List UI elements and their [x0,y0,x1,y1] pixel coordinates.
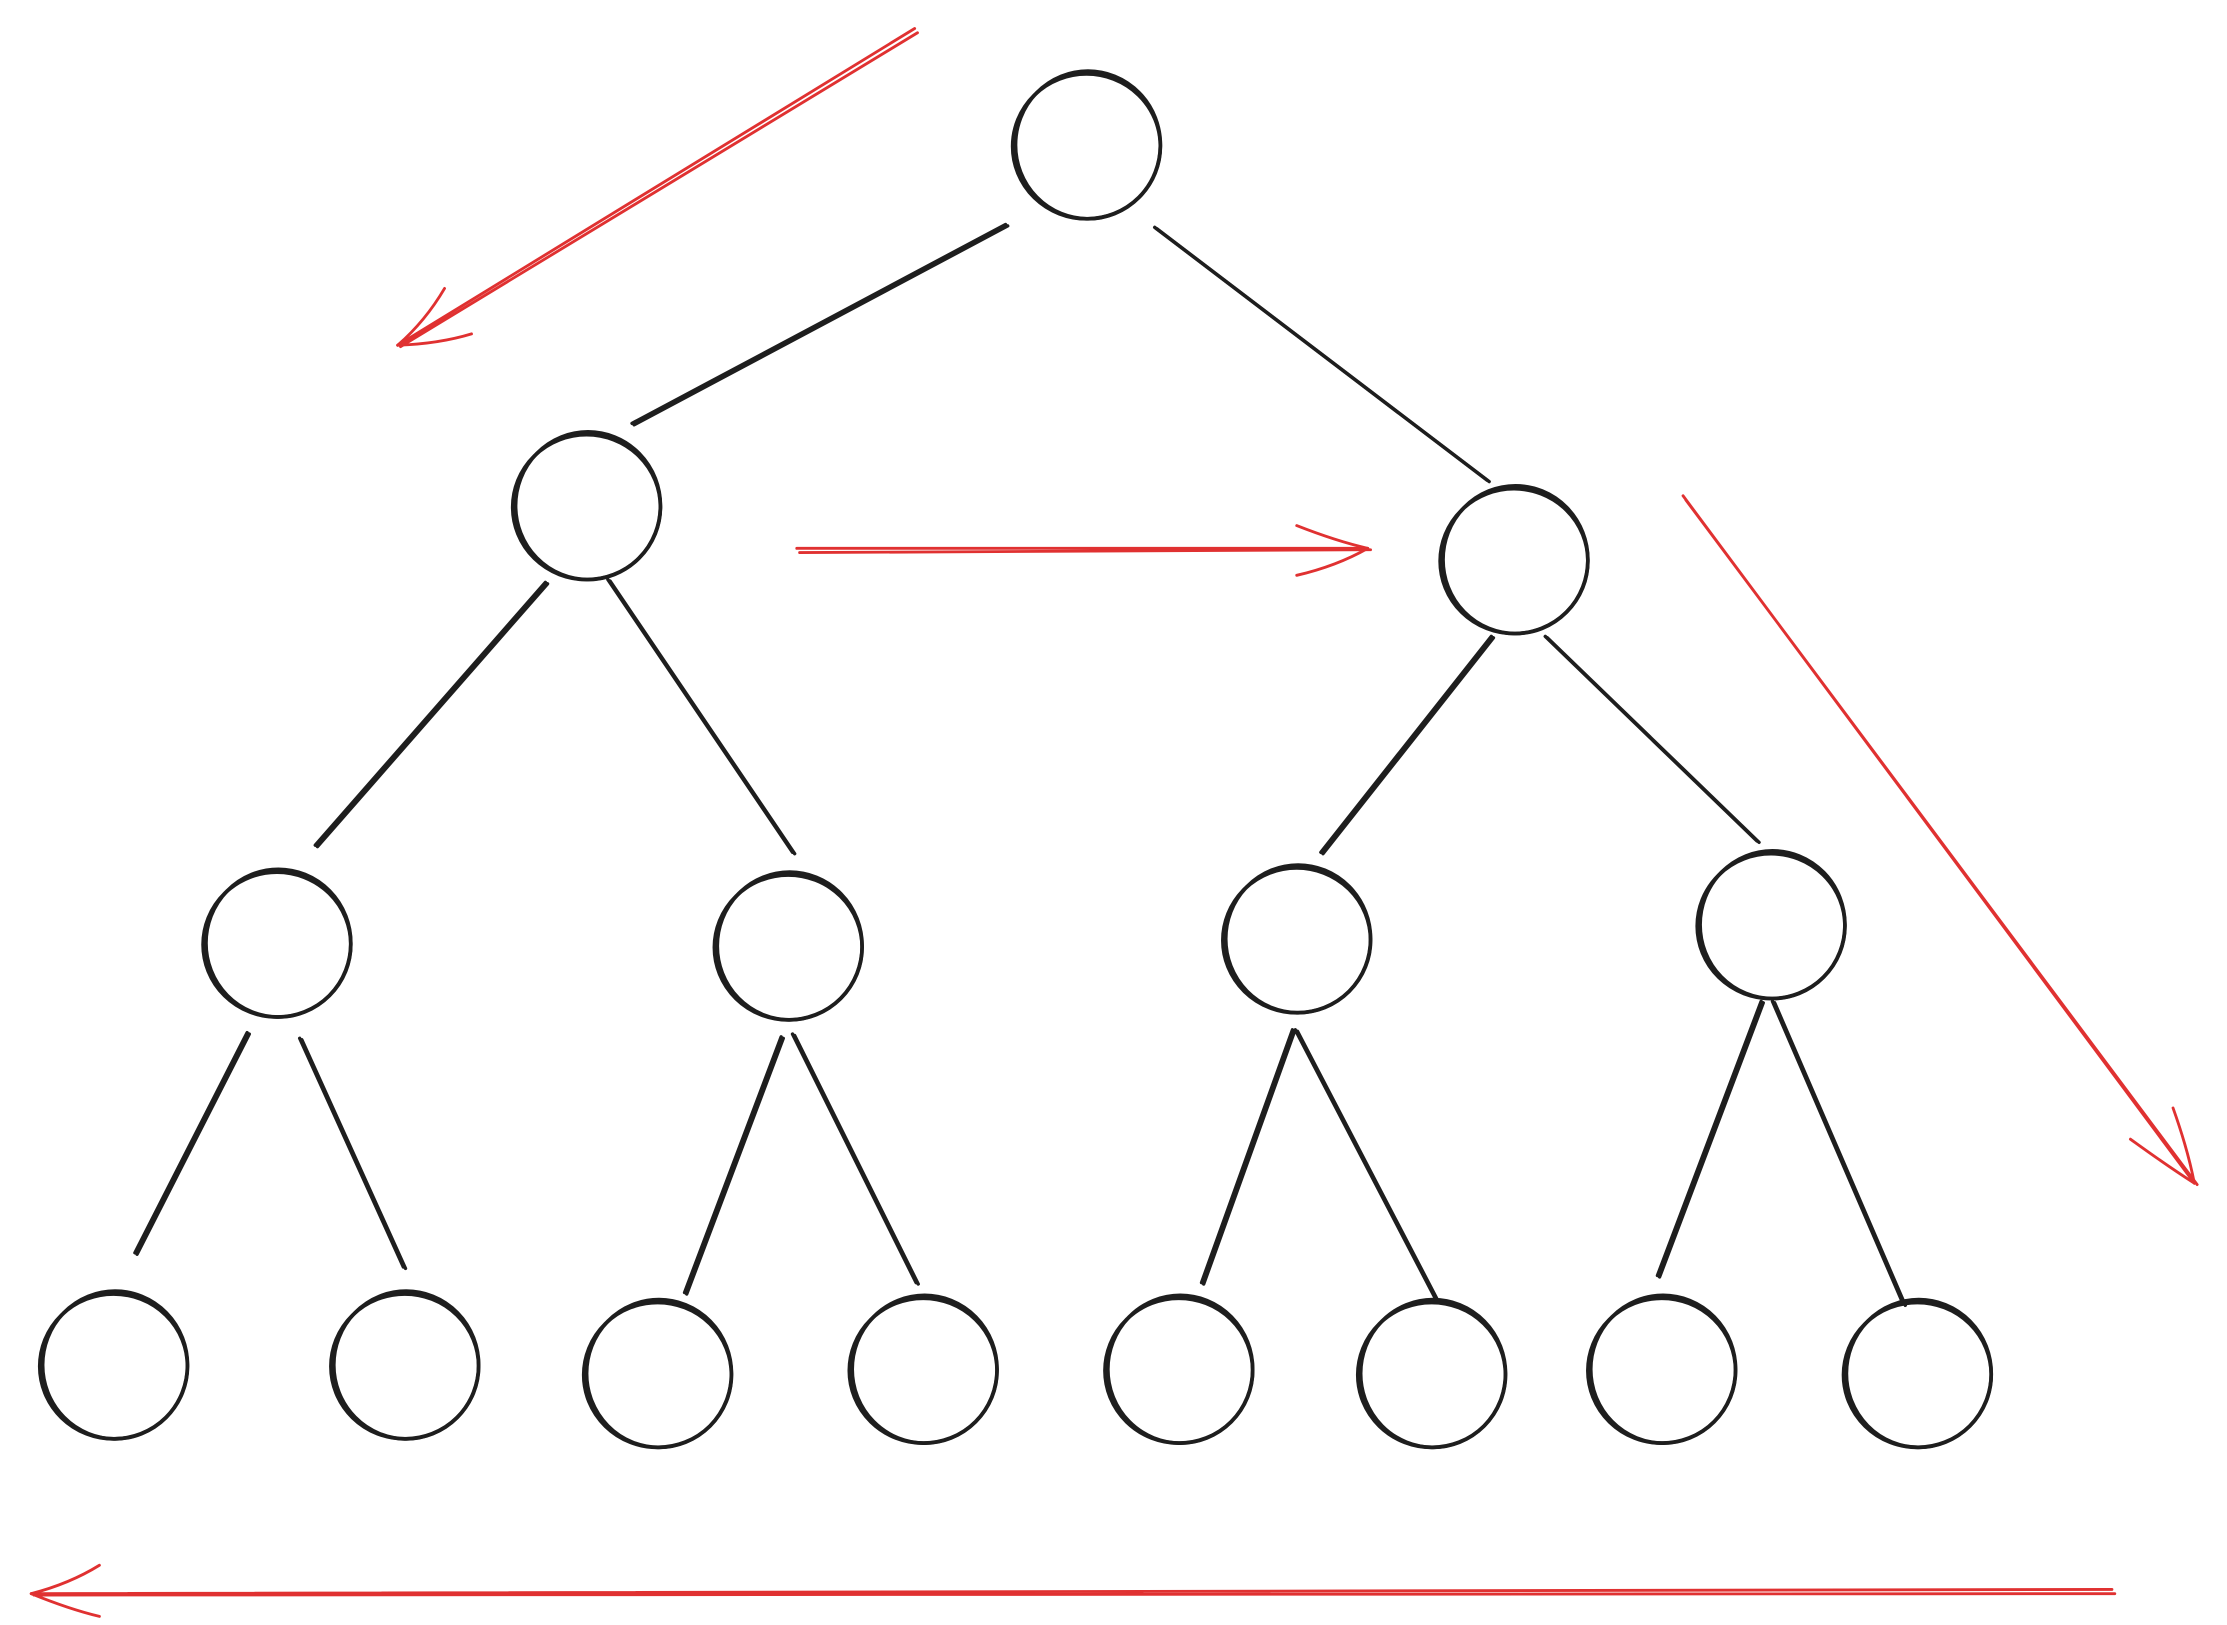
tree-node-stroke [1223,863,1373,1015]
tree-edge-stroke [1295,1029,1439,1300]
arrowhead [2171,1106,2196,1185]
tree-edge-n2-n5 [1319,634,1493,854]
arrowhead [2129,1137,2196,1185]
tree-edge-stroke [608,579,797,856]
tree-node-stroke [584,1297,734,1450]
tree-node-stroke [1441,483,1590,636]
tree-edge-stroke [1657,1001,1765,1279]
arrowhead [396,332,473,347]
tree-edge-stroke [1545,636,1761,845]
tree-node-stroke [40,1289,190,1441]
tree-node-stroke [331,1289,481,1441]
tree-node-stroke [513,430,663,582]
arrow-level1-right [795,546,1372,555]
tree-edge-stroke [135,1032,251,1256]
tree-edge-stroke [1321,636,1496,856]
tree-edge-stroke [300,1038,408,1271]
tree-edge-n3-n7 [133,1030,249,1255]
arrowhead [1295,524,1370,550]
tree-node-stroke [1588,1293,1738,1445]
tree-node-stroke [1358,1297,1508,1450]
tree-node-stroke [1105,1293,1255,1445]
tree-node-stroke [1013,69,1163,221]
tree-edge-stroke [632,224,1010,427]
tree-edge-stroke [1772,1001,1908,1308]
tree-edge-stroke [315,582,550,849]
tree-edge-n4-n9 [682,1035,783,1295]
arrowhead [1295,546,1370,577]
tree-edge-n1-n3 [313,580,548,847]
tree-edge-n5-n11 [1199,1028,1295,1285]
tree-edge-stroke [685,1036,785,1296]
arrowhead [396,286,446,347]
tree-node-stroke [1698,849,1847,1001]
tree-node-stroke [850,1293,999,1445]
tree-edge-stroke [1201,1029,1297,1286]
arrow-bottom-left [29,1587,2117,1597]
tree-edge-stroke [792,1033,920,1286]
arrow-right-side-down [1681,494,2199,1187]
tree-edge-stroke [1155,227,1491,484]
tree-node-stroke [715,870,864,1022]
arrow-top-left-down [396,27,919,349]
tree-edge-n0-n1 [630,222,1008,426]
arrowhead [29,1592,101,1618]
arrowhead [29,1563,101,1596]
tree-node-stroke [204,867,353,1019]
tree-node-stroke [1844,1297,1994,1450]
tree-edge-n6-n13 [1655,999,1763,1278]
